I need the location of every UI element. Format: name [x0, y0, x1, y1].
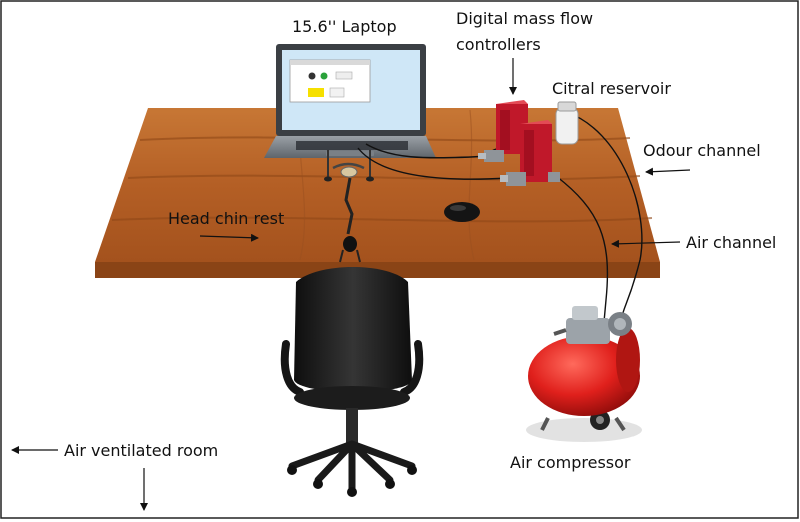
- laptop: [264, 44, 436, 158]
- mass-flow-controller-2: [500, 120, 560, 186]
- label-head-chin-rest: Head chin rest: [168, 209, 284, 228]
- office-chair: [280, 267, 424, 497]
- mouse: [444, 202, 480, 222]
- label-air-compressor: Air compressor: [510, 453, 631, 472]
- compressor-motor: [566, 318, 610, 344]
- label-citral-reservoir: Citral reservoir: [552, 79, 671, 98]
- label-mfc-line2: controllers: [456, 35, 541, 54]
- head-chin-rest: [324, 150, 374, 263]
- label-air-channel: Air channel: [686, 233, 776, 252]
- label-air-ventilated-room: Air ventilated room: [64, 441, 218, 460]
- label-laptop: 15.6'' Laptop: [292, 17, 397, 36]
- chair-seat: [294, 386, 410, 410]
- air-channel-tube: [555, 175, 609, 323]
- chair-backrest: [294, 267, 412, 392]
- labels: 15.6'' Laptop Digital mass flow controll…: [64, 9, 776, 472]
- pointer-arrows: [11, 58, 691, 511]
- mass-flow-controllers: [478, 100, 560, 186]
- citral-reservoir: [555, 101, 579, 145]
- air-channel-arrow: [611, 239, 681, 248]
- tubing: [357, 111, 643, 323]
- compressor-tank: [528, 336, 640, 416]
- label-mfc-line1: Digital mass flow: [456, 9, 593, 28]
- odour-channel-arrow: [645, 167, 691, 176]
- odour-channel-tube: [565, 111, 643, 319]
- label-odour-channel: Odour channel: [643, 141, 761, 160]
- head-chin-rest-arrow: [199, 233, 259, 242]
- air-compressor: [526, 306, 642, 442]
